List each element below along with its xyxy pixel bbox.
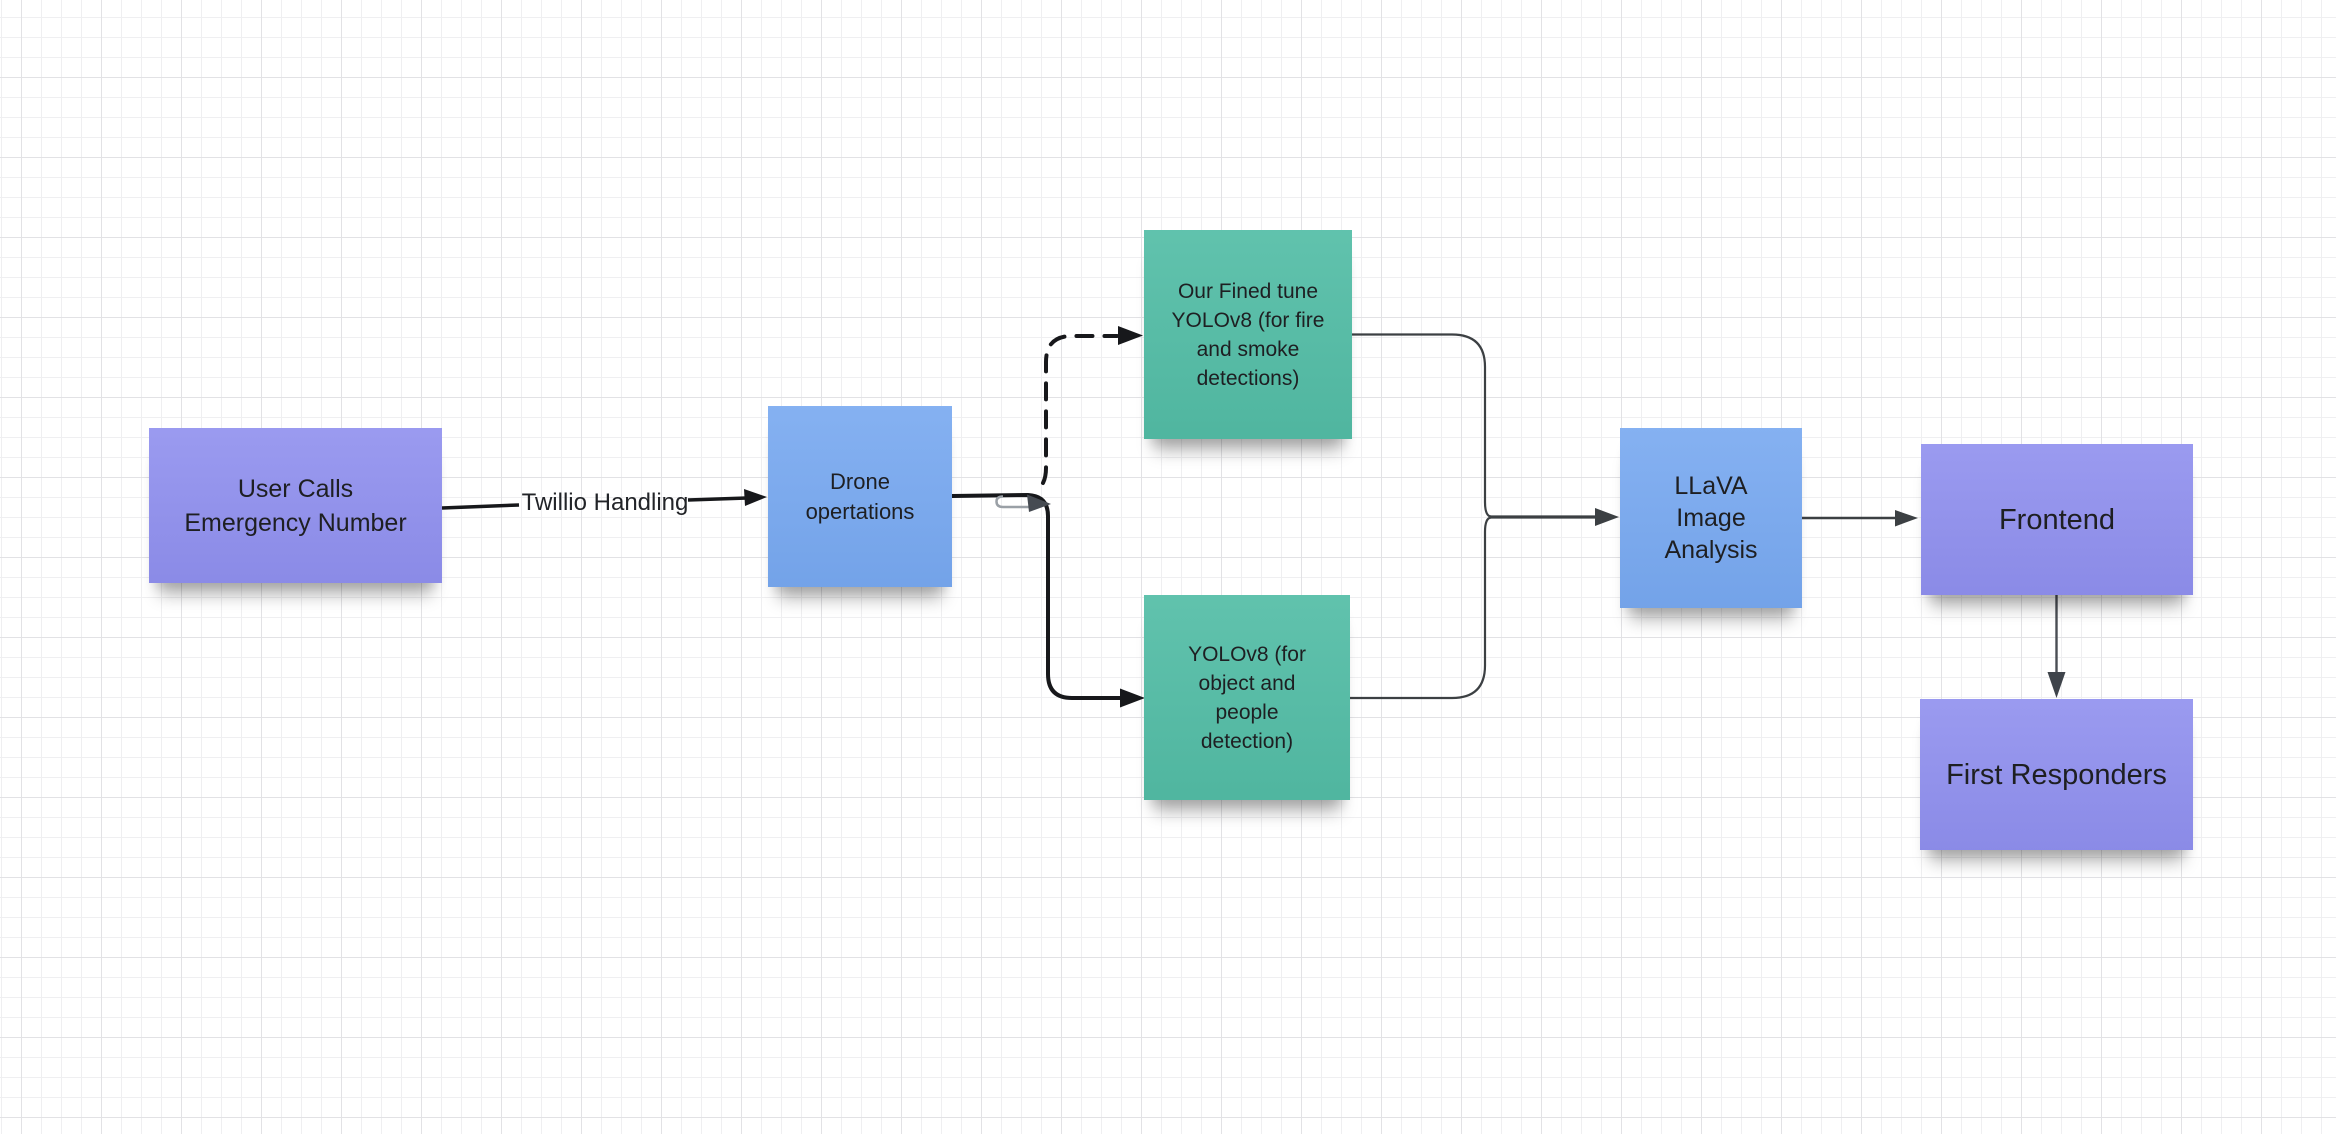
sticky-llava-image-analysis[interactable]: LLaVA Image Analysis [1620, 428, 1802, 608]
sticky-user-calls-emergency-number[interactable]: User Calls Emergency Number [149, 428, 442, 583]
dashed-line[interactable] [1041, 334, 1119, 485]
twillio-line-left[interactable] [441, 503, 520, 510]
sticky-label: Frontend [1998, 503, 2116, 536]
connector-drone-to-yolo-fire[interactable] [1041, 326, 1143, 485]
sticky-yolov8-object-people[interactable]: YOLOv8 (for object and people detection) [1144, 595, 1350, 800]
connector-frontend-to-first-responders[interactable] [2047, 595, 2066, 698]
merge-bottom-line[interactable] [1350, 516, 1492, 700]
yolo-object-arrowhead-icon [1120, 688, 1145, 708]
frontend-arrowhead-icon [1895, 510, 1918, 527]
sticky-first-responders[interactable]: First Responders [1920, 699, 2193, 850]
twillio-arrowhead-icon [744, 489, 767, 506]
connector-twillio[interactable] [441, 489, 767, 510]
sticky-label: Drone opertations [805, 468, 915, 524]
junction-hook-icon [995, 495, 1031, 509]
yolo-fire-arrowhead-icon [1118, 326, 1143, 345]
sticky-label: YOLOv8 (for object and people detection) [1188, 642, 1306, 753]
first-responders-arrowhead-icon [2047, 672, 2066, 698]
sticky-label: Our Fined tune YOLOv8 (for fire and smok… [1171, 279, 1325, 390]
merge-top-line[interactable] [1352, 333, 1492, 518]
connector-drone-to-yolo-object[interactable] [950, 492, 1145, 708]
drone-elbow-line[interactable] [950, 492, 1122, 700]
connector-llava-to-frontend[interactable] [1802, 510, 1918, 527]
sticky-drone-operations[interactable]: Drone opertations [768, 406, 952, 587]
llava-arrowhead-icon [1595, 508, 1619, 526]
sticky-frontend[interactable]: Frontend [1921, 444, 2193, 595]
junction-arrowhead-icon [1027, 494, 1051, 512]
sticky-yolov8-fire-smoke[interactable]: Our Fined tune YOLOv8 (for fire and smok… [1144, 230, 1352, 439]
sticky-label: User Calls Emergency Number [184, 474, 407, 537]
connector-yolo-merge-to-llava[interactable] [1350, 333, 1619, 700]
junction-decoration [995, 494, 1051, 512]
twillio-line-right[interactable] [687, 496, 748, 502]
sticky-label: First Responders [1946, 758, 2167, 791]
connector-label-twillio[interactable]: Twillio Handling [521, 489, 689, 516]
sticky-label: LLaVA Image Analysis [1664, 472, 1758, 564]
